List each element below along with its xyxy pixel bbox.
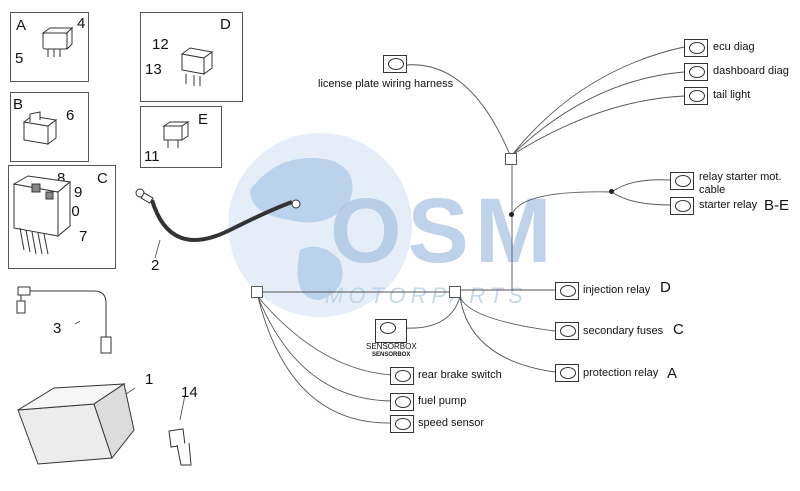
ecu-diag-label: ecu diag	[713, 41, 755, 53]
group-a-box	[10, 12, 89, 82]
group-c-letter: C	[97, 170, 108, 187]
license-plate-label: license plate wiring harness	[318, 78, 454, 90]
junction-top	[505, 153, 517, 165]
injection-relay-label: injection relay	[583, 284, 651, 296]
relay-starter-mot-label: relay starter mot.	[699, 171, 782, 183]
group-e-letter: E	[198, 111, 209, 128]
part-number-4: 4	[77, 15, 86, 32]
injection-relay-ref: D	[660, 279, 671, 296]
relay-starter-mot-label-2: cable	[699, 184, 726, 196]
dashboard-diag-label: dashboard diag	[713, 65, 789, 77]
part-number-1: 1	[145, 371, 154, 388]
junction-left	[251, 286, 263, 298]
part-number-14: 14	[181, 384, 198, 401]
secondary-fuses-label: secondary fuses	[583, 325, 664, 337]
part-number-8: 8	[57, 170, 66, 187]
sensorbox-label: SENSORBOX	[366, 342, 417, 351]
fuse-icon	[162, 121, 190, 148]
relay-a-icon	[41, 26, 74, 57]
tail-light-label: tail light	[713, 89, 751, 101]
sensorbox-connector	[375, 319, 407, 343]
group-d-box	[140, 12, 243, 102]
cable-terminal-icon	[291, 199, 301, 209]
starter-relay-ref: B-E	[764, 197, 790, 214]
group-b-letter: B	[13, 96, 24, 113]
ecu-unit-icon	[17, 383, 135, 465]
license-plate-connector	[383, 55, 407, 73]
part-number-12: 12	[152, 36, 169, 53]
tail-light-connector	[684, 87, 708, 105]
connector-cap-icon	[168, 428, 192, 466]
group-b-box	[10, 92, 89, 162]
part-number-6: 6	[66, 107, 75, 124]
relay-starter-mot-connector	[670, 172, 694, 190]
sensorbox-sublabel: SENSORBOX	[372, 352, 411, 358]
part-number-2: 2	[151, 257, 160, 274]
relay-b-icon	[22, 111, 58, 145]
starter-relay-connector	[670, 197, 694, 215]
part-number-7: 7	[79, 228, 88, 245]
watermark-brand: OSM	[330, 180, 558, 282]
injection-relay-connector	[555, 282, 579, 300]
rear-brake-switch-connector	[390, 367, 414, 385]
harness-cable-icon	[16, 286, 112, 354]
part-number-11: 11	[144, 148, 160, 165]
starter-relay-label: starter relay	[699, 199, 758, 211]
protection-relay-label: protection relay	[583, 367, 659, 379]
rear-brake-switch-label: rear brake switch	[418, 369, 502, 381]
fuse-box-icon	[12, 175, 72, 255]
group-e-box	[140, 106, 222, 168]
group-c-box	[8, 165, 116, 269]
part-number-5: 5	[15, 50, 24, 67]
fuel-pump-connector	[390, 393, 414, 411]
secondary-fuses-ref: C	[673, 321, 684, 338]
part-number-13: 13	[145, 61, 162, 78]
protection-relay-ref: A	[667, 365, 678, 382]
cable-terminal-icon	[135, 188, 154, 204]
speed-sensor-connector	[390, 415, 414, 433]
group-d-letter: D	[220, 16, 231, 33]
ecu-diag-connector	[684, 39, 708, 57]
group-a-letter: A	[16, 17, 27, 34]
part-number-9: 9	[74, 184, 83, 201]
speed-sensor-label: speed sensor	[418, 417, 485, 429]
fuel-pump-label: fuel pump	[418, 395, 467, 407]
secondary-fuses-connector	[555, 322, 579, 340]
part-number-3: 3	[53, 320, 62, 337]
dashboard-diag-connector	[684, 63, 708, 81]
splice-dot	[609, 189, 614, 194]
splice-dot	[509, 212, 514, 217]
relay-d-icon	[180, 47, 214, 86]
junction-right	[449, 286, 461, 298]
protection-relay-connector	[555, 364, 579, 382]
